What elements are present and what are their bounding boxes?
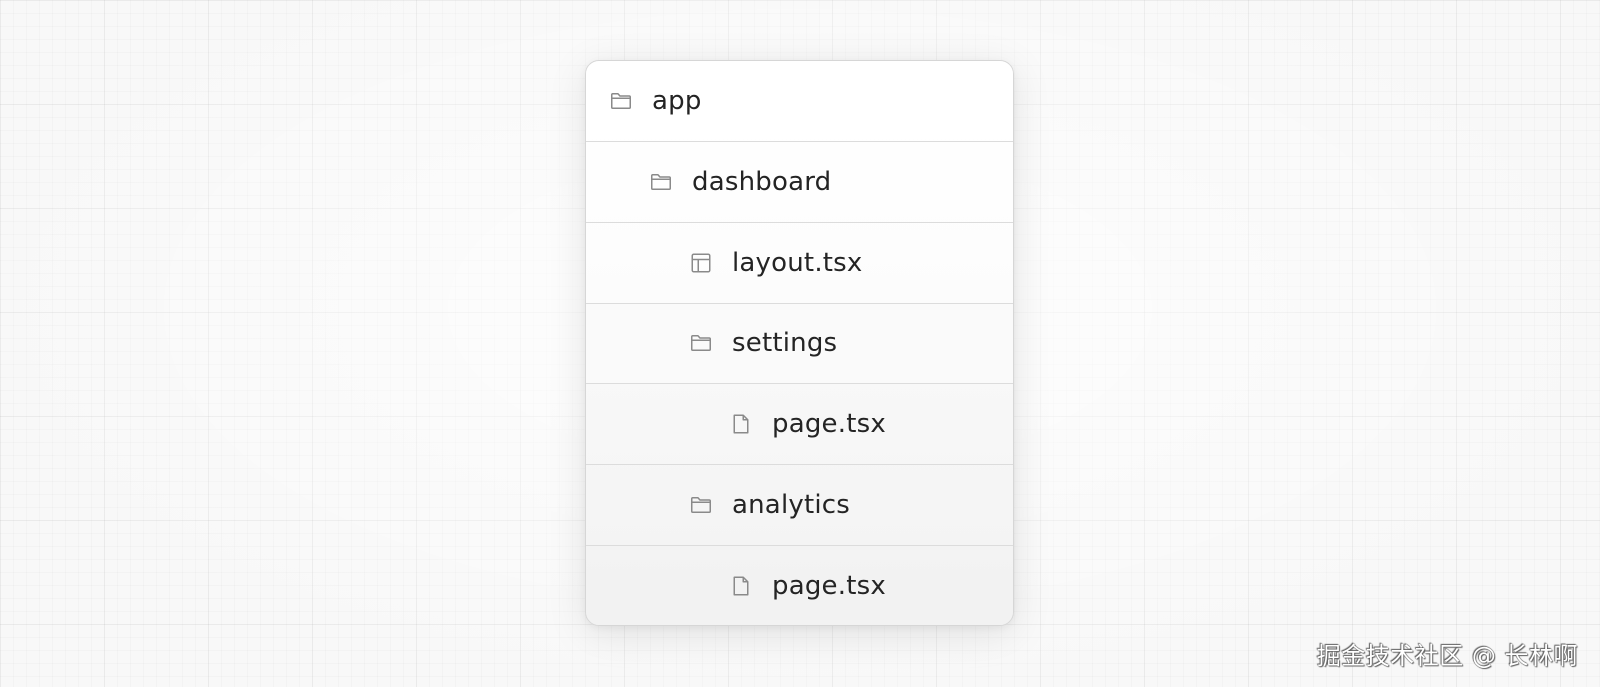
- tree-item-label: page.tsx: [772, 571, 886, 602]
- folder-icon: [689, 331, 713, 355]
- tree-item-label: settings: [732, 328, 838, 359]
- file-tree-panel: app dashboard layout.tsx setting: [585, 60, 1014, 626]
- tree-item-dashboard[interactable]: dashboard: [586, 141, 1013, 223]
- folder-icon: [689, 493, 713, 517]
- tree-item-app[interactable]: app: [586, 61, 1013, 142]
- tree-item-label: layout.tsx: [732, 247, 863, 278]
- tree-item-layout-tsx[interactable]: layout.tsx: [586, 222, 1013, 304]
- file-icon: [729, 412, 753, 436]
- tree-item-analytics-page-tsx[interactable]: page.tsx: [586, 546, 1013, 625]
- tree-item-label: analytics: [732, 490, 851, 521]
- tree-item-label: page.tsx: [772, 409, 886, 440]
- tree-item-analytics[interactable]: analytics: [586, 465, 1013, 547]
- folder-icon: [649, 170, 673, 194]
- layout-icon: [689, 251, 713, 275]
- tree-item-settings-page-tsx[interactable]: page.tsx: [586, 384, 1013, 466]
- tree-item-label: app: [652, 85, 702, 116]
- watermark: 掘金技术社区 @ 长林啊: [1316, 642, 1578, 670]
- tree-item-label: dashboard: [692, 166, 832, 197]
- file-icon: [729, 574, 753, 598]
- tree-item-settings[interactable]: settings: [586, 303, 1013, 385]
- folder-icon: [609, 89, 633, 113]
